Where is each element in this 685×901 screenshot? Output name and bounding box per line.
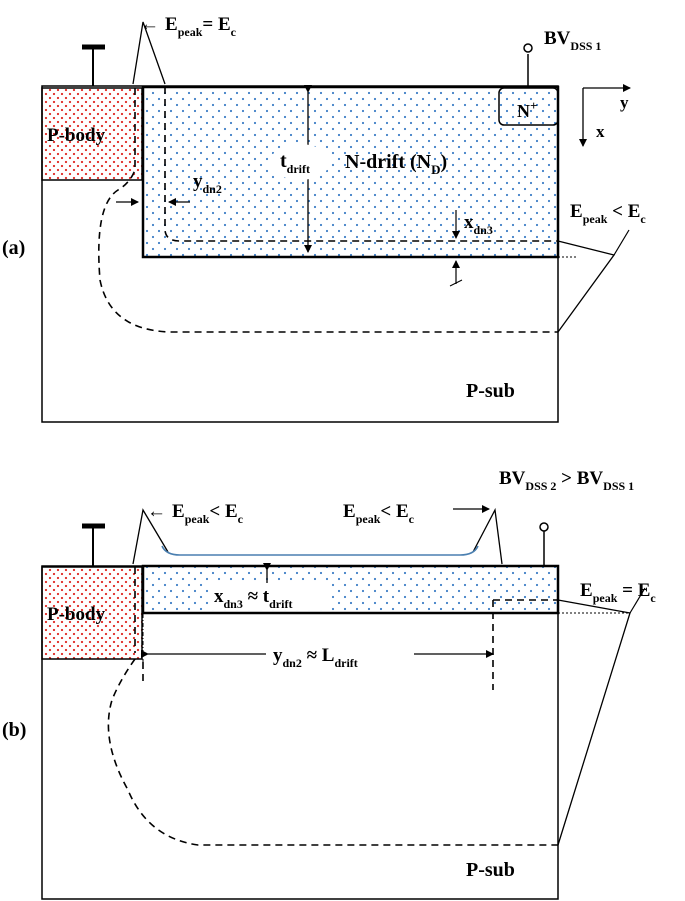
depletion-edge-n-b bbox=[134, 567, 144, 681]
t-drift-label: tdrift bbox=[280, 150, 310, 176]
field-triangle-side-a bbox=[557, 240, 616, 333]
field-peak-right-b bbox=[472, 507, 503, 565]
y-dn2-label-b: ydn2 ≈ Ldrift bbox=[273, 645, 358, 670]
field-triangle-side-b bbox=[557, 599, 631, 846]
n-drift-label: N-drift (ND) bbox=[345, 151, 447, 177]
depletion-edge-drain-b bbox=[492, 599, 558, 690]
epeak-right-label-b: Epeak< Ec bbox=[343, 501, 415, 526]
panel-b: (b) P-body BVDSS 2 > BVDSS 1 ←Epeak< Ec … bbox=[2, 468, 656, 900]
epeak-side-pointer-b bbox=[629, 587, 646, 614]
p-sub-label-a: P-sub bbox=[466, 380, 515, 402]
y-axis-label: y bbox=[620, 93, 629, 112]
epeak-side-label-b: Epeak = Ec bbox=[580, 580, 656, 605]
x-dn3-label-bg-b bbox=[210, 583, 332, 610]
depletion-edge-p-a bbox=[98, 88, 558, 333]
panel-b-label: (b) bbox=[2, 719, 26, 741]
p-body-label-b: P-body bbox=[47, 604, 106, 625]
x-dn3-label-b: xdn3 ≈ tdrift bbox=[214, 586, 292, 611]
drain-terminal-circle-a bbox=[523, 43, 533, 53]
p-body-label-a: P-body bbox=[47, 125, 106, 146]
depletion-edge-p-b bbox=[107, 658, 558, 846]
epeak-side-label-a: Epeak < Ec bbox=[570, 201, 646, 226]
epeak-left-label-b: ←Epeak< Ec bbox=[147, 501, 244, 526]
p-sub-label-b: P-sub bbox=[466, 859, 515, 881]
y-dn2-label-a: ydn2 bbox=[193, 171, 222, 196]
drain-terminal-circle-b bbox=[539, 522, 549, 532]
t-drift-label-bg bbox=[270, 144, 330, 180]
panel-a: (a) P-body N+ BVDSS 1 y x ←Epeak= Ec bbox=[2, 14, 646, 423]
bv-dss1-label: BVDSS 1 bbox=[544, 28, 601, 53]
field-peak-triangle-a bbox=[132, 21, 166, 85]
field-profile-curve-b bbox=[161, 545, 479, 556]
bv-comparison-label: BVDSS 2 > BVDSS 1 bbox=[499, 468, 634, 493]
n-drift-region-a bbox=[141, 85, 560, 259]
field-peak-left-b bbox=[132, 508, 169, 565]
n-drift-region-b bbox=[141, 564, 560, 615]
epeak-side-pointer-a bbox=[613, 229, 630, 256]
panel-a-label: (a) bbox=[2, 237, 25, 259]
x-dn3-tick-a bbox=[449, 279, 463, 287]
p-body-region-b bbox=[41, 566, 143, 660]
x-axis-label: x bbox=[596, 122, 605, 141]
p-body-region-a bbox=[41, 87, 143, 181]
n-plus-label: N+ bbox=[517, 98, 537, 121]
x-dn3-label-a: xdn3 bbox=[464, 212, 493, 237]
epeak-top-label: ←Epeak= Ec bbox=[140, 14, 237, 39]
y-dn2-label-bg-b bbox=[266, 640, 414, 668]
